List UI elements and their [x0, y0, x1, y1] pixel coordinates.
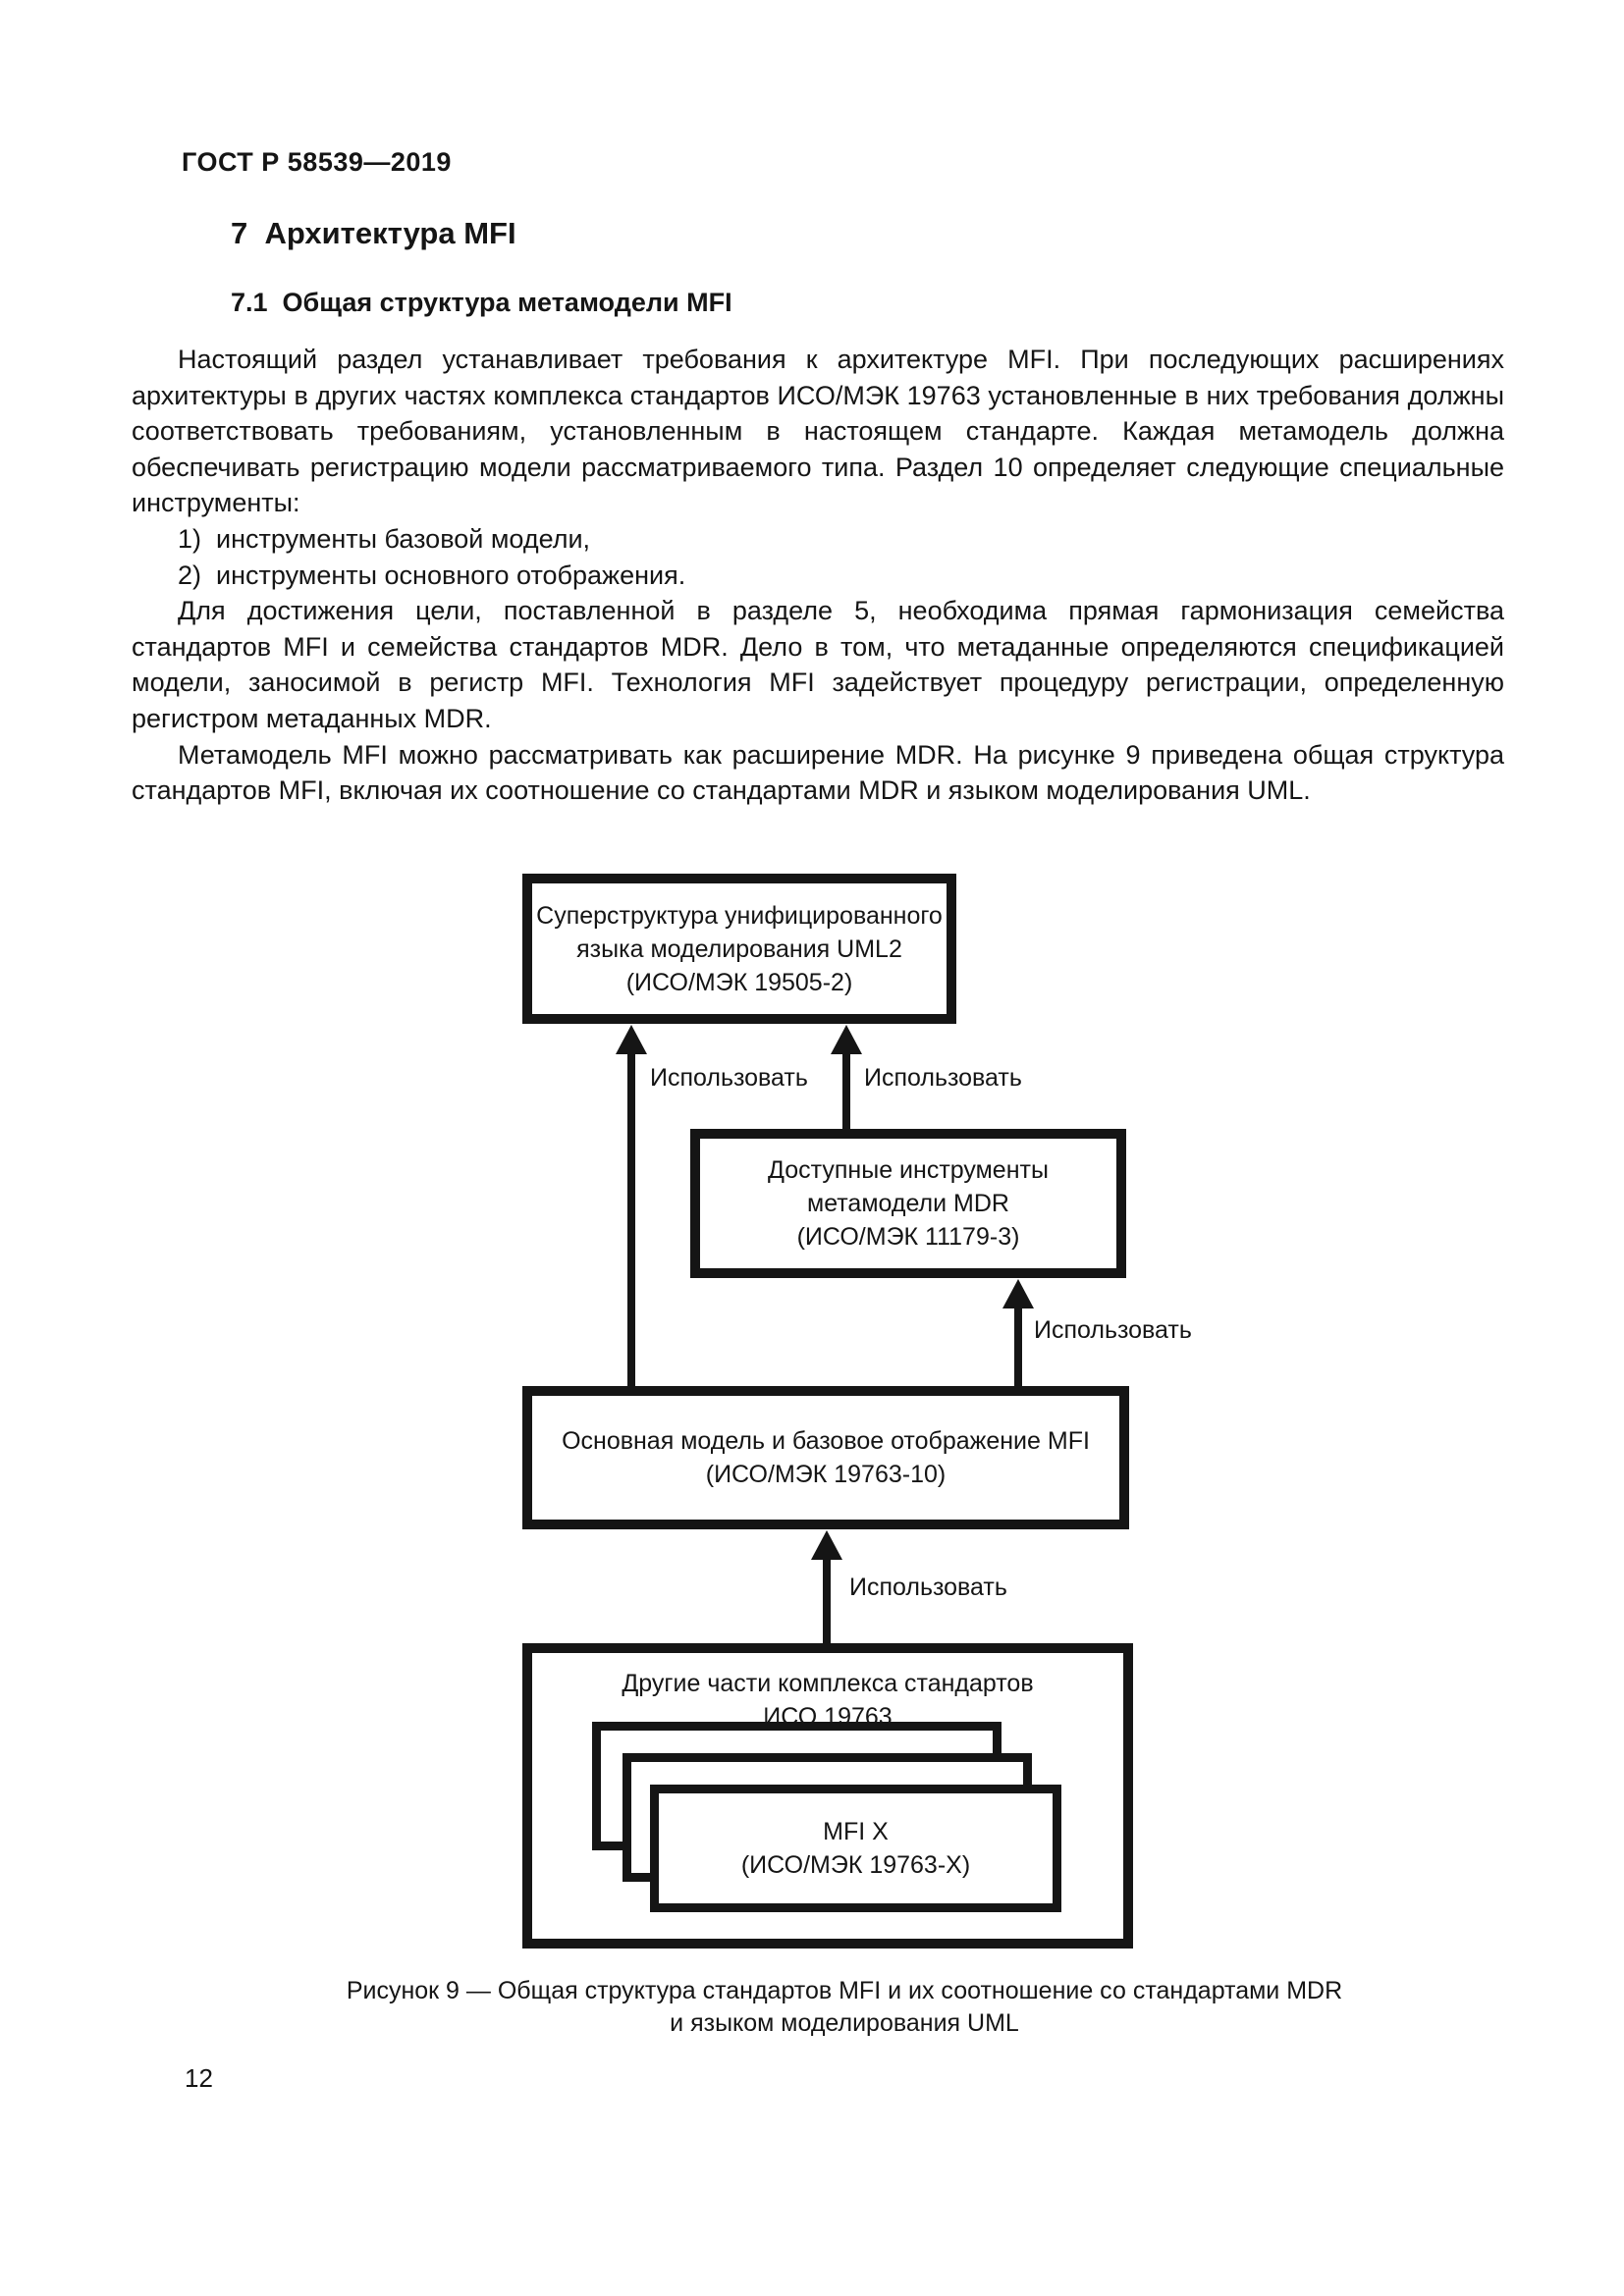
arrow-up-icon — [831, 1025, 862, 1054]
arrow-line-core-to-uml2 — [627, 1051, 635, 1386]
arrow-up-icon — [811, 1530, 842, 1560]
box-text-line: Суперструктура унифицированного — [536, 901, 943, 930]
figure-caption: Рисунок 9 — Общая структура стандартов M… — [128, 1975, 1561, 2040]
arrow-label-use-2: Использовать — [864, 1064, 1022, 1092]
box-text-line: Другие части комплекса стандартов — [622, 1670, 1034, 1697]
arrow-line-other-to-core — [823, 1558, 831, 1643]
arrow-label-use-3: Использовать — [1034, 1316, 1192, 1344]
paragraph-1: Настоящий раздел устанавливает требовани… — [132, 345, 1504, 518]
box-text-line: (ИСО/МЭК 19763-X) — [740, 1851, 971, 1879]
section-heading: 7 Архитектура MFI — [231, 216, 516, 250]
body-text: Настоящий раздел устанавливает требовани… — [132, 342, 1504, 809]
box-text-line: Доступные инструменты — [768, 1156, 1049, 1184]
box-text-line: языка моделирования UML2 — [576, 934, 902, 963]
box-text-line: (ИСО/МЭК 19505-2) — [625, 968, 853, 996]
diagram-box-mfi-core-model: Основная модель и базовое отображение MF… — [522, 1386, 1129, 1529]
subsection-heading: 7.1 Общая структура метамодели MFI — [231, 288, 732, 317]
page-number: 12 — [185, 2063, 213, 2093]
arrow-line-mdr-to-uml2 — [842, 1051, 850, 1129]
list-item-1: 1) инструменты базовой модели, — [178, 523, 591, 554]
box-text-line: (ИСО/МЭК 11179-3) — [796, 1223, 1020, 1251]
figure-caption-line2: и языком моделирования UML — [670, 2009, 1019, 2037]
diagram-box-mfi-x: MFI X (ИСО/МЭК 19763-X) — [650, 1785, 1061, 1912]
box-text-line: метамодели MDR — [807, 1190, 1009, 1217]
box-text-line: Основная модель и базовое отображение MF… — [562, 1427, 1090, 1455]
diagram-box-uml2-superstructure: Суперструктура унифицированного языка мо… — [522, 874, 956, 1024]
figure-caption-line1: Рисунок 9 — Общая структура стандартов M… — [346, 1977, 1343, 2004]
box-text-line: (ИСО/МЭК 19763-10) — [705, 1461, 947, 1488]
arrow-up-icon — [616, 1025, 647, 1054]
arrow-label-use-1: Использовать — [650, 1064, 808, 1092]
list-item-2: 2) инструменты основного отображения. — [178, 560, 686, 590]
arrow-label-use-4: Использовать — [849, 1574, 1007, 1601]
arrow-up-icon — [1002, 1279, 1034, 1308]
diagram-box-mdr-tools: Доступные инструменты метамодели MDR (ИС… — [690, 1129, 1126, 1278]
box-text-line: MFI X — [823, 1818, 889, 1845]
paragraph-3: Метамодель MFI можно рассматривать как р… — [132, 739, 1504, 806]
running-header: ГОСТ Р 58539—2019 — [182, 147, 452, 177]
arrow-line-core-to-mdr — [1014, 1307, 1022, 1386]
paragraph-2: Для достижения цели, поставленной в разд… — [132, 596, 1504, 733]
